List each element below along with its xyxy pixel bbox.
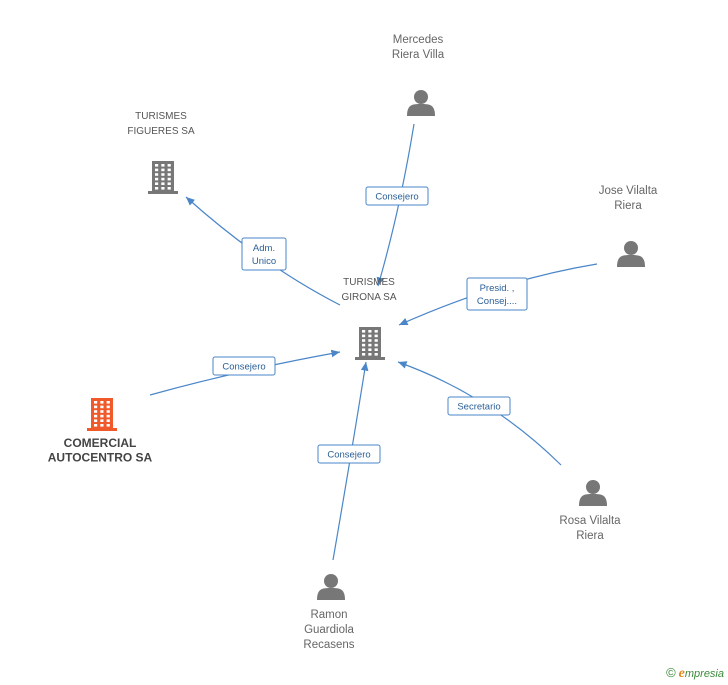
edge-mercedes-riera-to-turismes-girona: Consejero (365, 123, 429, 287)
edge-label-box[interactable] (317, 444, 381, 464)
edge-turismes-girona-to-turismes-figueres: Adm. Unico (185, 196, 341, 306)
node-label: Rosa Vilalta (559, 515, 621, 527)
edge-jose-vilalta-to-turismes-girona: Presid. , Consej.... (398, 263, 598, 326)
edge-label-box[interactable] (365, 186, 429, 206)
node-label: Riera (614, 200, 642, 212)
nodes-layer: TURISMES GIRONA SA TURISMES FIGUERES SA COME… (48, 34, 658, 651)
node-label: Riera Villa (392, 49, 445, 61)
brand-name: mpresia (684, 668, 724, 680)
node-label: Ramon (310, 609, 347, 621)
building-icon (87, 398, 117, 431)
node-turismes-girona[interactable]: TURISMES GIRONA SA (341, 277, 397, 360)
edge-label-text: Consejero (375, 192, 418, 203)
node-label: FIGUERES SA (127, 126, 195, 137)
edge-label-box[interactable] (212, 356, 276, 376)
node-label: COMERCIAL (64, 436, 137, 450)
person-icon (317, 574, 345, 600)
edge-label-text: Adm. (253, 243, 275, 254)
node-label: Guardiola (304, 624, 354, 636)
node-label: Riera (576, 530, 604, 542)
edge-label-box[interactable] (241, 237, 287, 271)
edge-label-text: Consej.... (477, 296, 517, 307)
person-icon (579, 480, 607, 506)
node-label: Recasens (303, 639, 354, 651)
brand-logo: ©empresia (666, 665, 724, 682)
edge-label-box[interactable] (447, 396, 511, 416)
node-label: GIRONA SA (341, 292, 396, 303)
edge-arrow-line (376, 123, 415, 287)
building-icon (355, 327, 385, 360)
brand-e: e (678, 666, 685, 681)
node-label: Mercedes (393, 34, 444, 46)
edge-label-box[interactable] (466, 277, 528, 311)
node-turismes-figueres[interactable]: TURISMES FIGUERES SA (127, 111, 195, 194)
edge-ramon-guardiola-to-turismes-girona: Consejero (317, 361, 381, 561)
building-icon (148, 161, 178, 194)
edge-label-text: Consejero (222, 362, 265, 373)
node-label: TURISMES (343, 277, 395, 288)
copyright-symbol: © (666, 665, 676, 680)
edge-label-text: Secretario (457, 402, 500, 413)
node-label: AUTOCENTRO SA (48, 451, 153, 465)
person-icon (407, 90, 435, 116)
person-icon (617, 241, 645, 267)
edge-comercial-autocentro-to-turismes-girona: Consejero (149, 349, 341, 396)
node-label: TURISMES (135, 111, 187, 122)
edge-rosa-vilalta-to-turismes-girona: Secretario (397, 361, 562, 466)
edge-label-text: Presid. , (480, 283, 515, 294)
edge-label-text: Consejero (327, 450, 370, 461)
edge-label-text: Unico (252, 256, 276, 267)
node-label: Jose Vilalta (599, 185, 658, 197)
